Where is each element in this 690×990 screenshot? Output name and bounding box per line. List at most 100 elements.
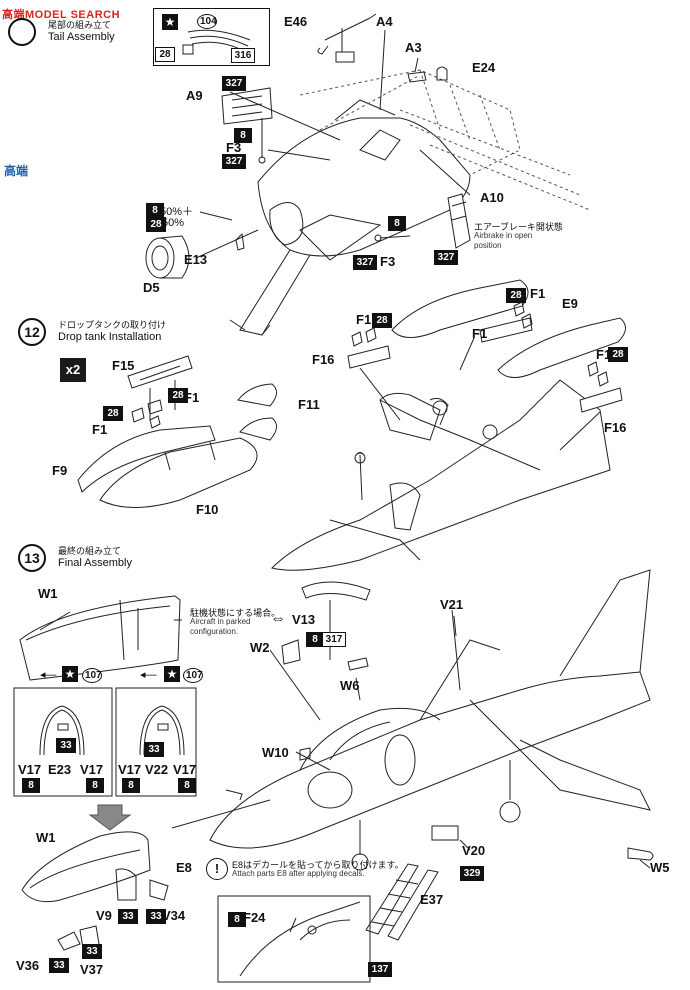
part-label: V34 — [162, 908, 186, 923]
insignia-decal-icon: ★ — [164, 666, 180, 682]
part-label: V36 — [16, 958, 40, 973]
step-12-number: 12 — [18, 318, 46, 346]
e8-note-en: Attach parts E8 after applying decals. — [232, 869, 365, 878]
paint-code: 28 — [103, 406, 123, 421]
parked-note-en: configuration. — [190, 627, 239, 636]
part-label: W2 — [250, 640, 270, 655]
part-label: E24 — [472, 60, 496, 75]
part-label: V20 — [462, 843, 486, 858]
arrow-icon: ◂— — [40, 669, 57, 681]
paint-code: 33 — [144, 742, 164, 757]
paint-mix-ratio: 50%＋ — [160, 206, 194, 218]
paint-code: 33 — [118, 909, 138, 924]
decal-number: 107 — [183, 668, 203, 683]
part-label: E8 — [176, 860, 192, 875]
airbrake-note-en: Airbrake in open position — [474, 231, 533, 250]
paint-code: 8 — [228, 912, 246, 927]
step-13-title-jp: 最終の組み立て — [58, 546, 122, 556]
decal-number: 104 — [197, 14, 217, 29]
part-label: W6 — [340, 678, 360, 693]
paint-code: 28 — [155, 47, 175, 62]
drop-tank-drawing — [77, 279, 626, 571]
paint-code: 327 — [222, 76, 246, 91]
paint-code: 33 — [56, 738, 76, 753]
part-label: D5 — [143, 280, 160, 295]
paint-code: 8 — [86, 778, 104, 793]
paint-code: 28 — [168, 388, 188, 403]
part-label: W5 — [650, 860, 670, 875]
paint-code: 33 — [82, 944, 102, 959]
paint-code: 33 — [49, 958, 69, 973]
tail-assembly-drawing — [145, 13, 591, 336]
paint-code: 8 — [122, 778, 140, 793]
attention-icon: ! — [206, 858, 228, 880]
part-label: V9 — [96, 908, 112, 923]
decal-number: 107 — [82, 668, 102, 683]
part-label: V17 — [18, 762, 42, 777]
part-label: W1 — [36, 830, 56, 845]
final-assembly-drawing — [13, 569, 654, 983]
part-label: V21 — [440, 597, 464, 612]
e8-note-jp: E8はデカールを貼ってから取り付けます。 — [232, 860, 404, 870]
part-label: E46 — [284, 14, 308, 29]
paint-code: 33 — [146, 909, 166, 924]
paint-code: 327 — [434, 250, 458, 265]
part-label: F1 — [184, 390, 200, 405]
paint-code: 8 — [388, 216, 406, 231]
paint-mix-ratio: 50% — [162, 217, 185, 229]
part-label: F9 — [52, 463, 68, 478]
part-label: V13 — [292, 612, 316, 627]
part-label: F3 — [226, 140, 242, 155]
paint-code: 8 — [22, 778, 40, 793]
part-label: F11 — [298, 397, 320, 412]
watermark-text: 高端MODEL SEARCH — [2, 9, 121, 21]
part-label: F16 — [604, 420, 627, 435]
step-12-title-en: Drop tank Installation — [58, 331, 162, 343]
swap-arrow-icon: ⇔ — [270, 610, 286, 627]
paint-code: 8 — [234, 128, 252, 143]
step-13-number: 13 — [18, 544, 46, 572]
arrow-icon: ◂— — [140, 669, 157, 681]
part-label: F1 — [92, 422, 108, 437]
insignia-decal-icon: ★ — [62, 666, 78, 682]
part-label: F1 — [472, 326, 488, 341]
part-label: F24 — [243, 910, 266, 925]
paint-code: 317 — [322, 632, 346, 647]
part-label: F1 — [356, 312, 372, 327]
part-label: F1 — [530, 286, 546, 301]
part-label: V17 — [118, 762, 142, 777]
step-11-title-jp: 尾部の組み立て — [48, 20, 112, 30]
part-label: A3 — [405, 40, 422, 55]
paint-code: 28 — [506, 288, 526, 303]
part-label: F1 — [596, 347, 612, 362]
airbrake-note-jp: エアーブレーキ開状態 — [474, 222, 563, 232]
part-label: A4 — [376, 14, 393, 29]
part-label: V37 — [80, 962, 104, 977]
parked-note-en: Aircraft in parked — [190, 617, 251, 626]
part-label: A10 — [480, 190, 504, 205]
paint-code: 329 — [460, 866, 484, 881]
step-11-number — [8, 18, 36, 46]
part-label: E37 — [420, 892, 444, 907]
paint-code: 28 — [146, 217, 166, 232]
decal-paint-box — [153, 8, 270, 66]
paint-code: 137 — [368, 962, 392, 977]
paint-code: 28 — [372, 313, 392, 328]
paint-code: 8 — [178, 778, 196, 793]
quantity-multiplier: x2 — [60, 358, 86, 382]
part-label: V22 — [145, 762, 169, 777]
part-label: V17 — [173, 762, 197, 777]
part-label: E13 — [184, 252, 208, 267]
part-label: E9 — [562, 296, 578, 311]
paint-code: 28 — [608, 347, 628, 362]
part-label: W10 — [262, 745, 289, 760]
step-11-title-en: Tail Assembly — [48, 31, 115, 43]
paint-code: 327 — [353, 255, 377, 270]
paint-code: 316 — [231, 48, 255, 63]
part-label: V17 — [80, 762, 104, 777]
watermark-logo: 高端 — [4, 164, 29, 178]
paint-code: 327 — [222, 154, 246, 169]
step-13-title-en: Final Assembly — [58, 557, 132, 569]
